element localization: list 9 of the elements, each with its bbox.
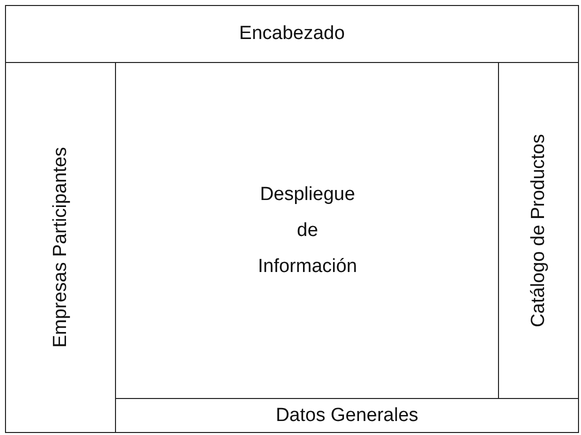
footer-section bbox=[115, 398, 579, 433]
sidebar-section bbox=[5, 62, 116, 433]
section-label: Empresas Participantes bbox=[50, 147, 72, 348]
section-label: Datos Generales bbox=[276, 404, 418, 426]
section-label: Despliegue de Información bbox=[258, 182, 358, 278]
sidebar-section bbox=[498, 62, 579, 399]
section-label: Encabezado bbox=[239, 23, 345, 45]
header-section bbox=[5, 5, 579, 63]
section-label: Catálogo de Productos bbox=[528, 134, 550, 328]
